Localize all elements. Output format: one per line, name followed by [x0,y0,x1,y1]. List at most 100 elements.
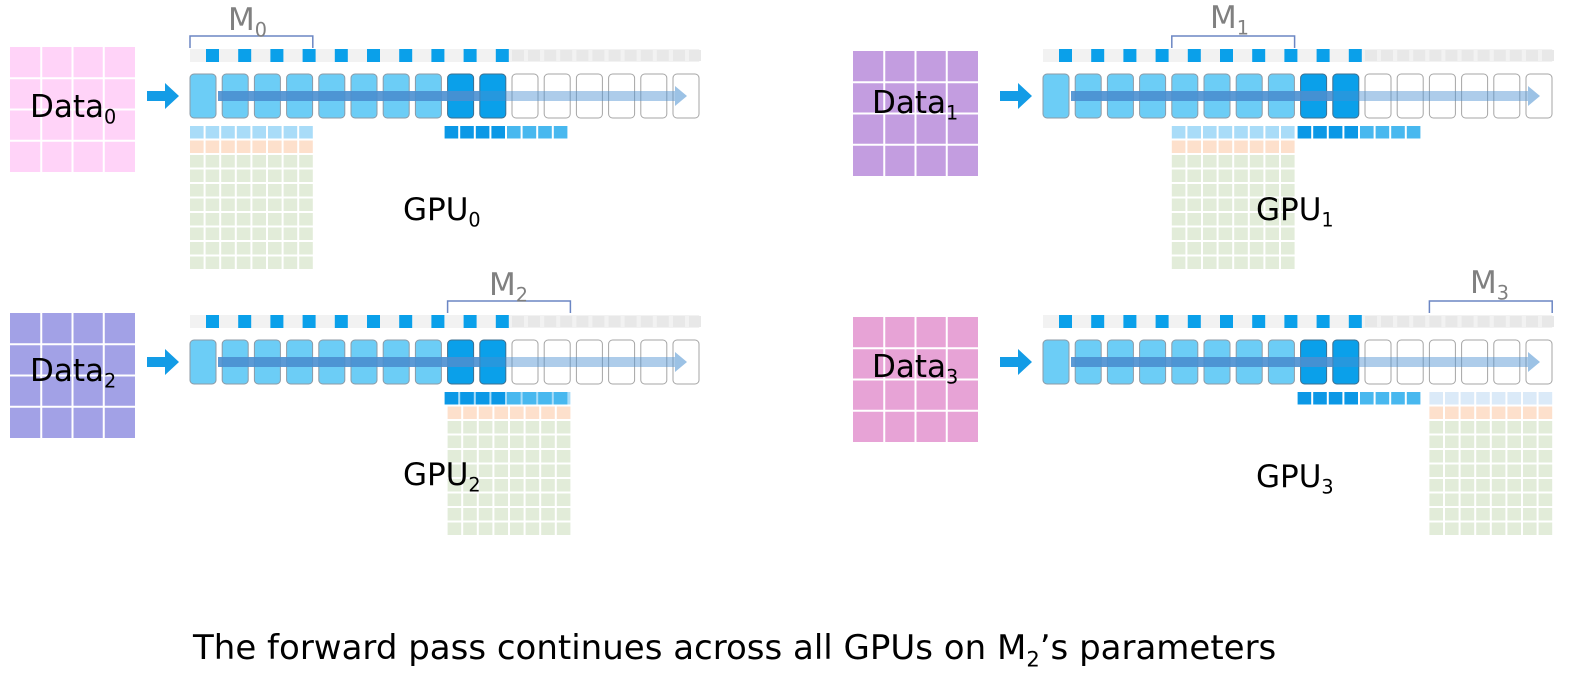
shard-param-cell [1234,126,1248,139]
grad-cell [221,242,235,255]
param-marker [334,315,348,328]
param-slot [1493,316,1506,327]
grad-cell [1265,169,1279,182]
optimizer-cell [1265,140,1279,153]
param-marker [302,315,316,328]
grad-cell [283,213,298,226]
caption: The forward pass continues across all GP… [193,628,1277,672]
grad-cell [510,522,524,535]
data-label: Data0 [30,89,117,129]
gathered-param-cell [1360,392,1374,405]
param-slot [560,50,573,61]
param-marker [1252,315,1266,328]
param-marker [463,315,477,328]
param-slot [640,316,653,327]
layer-block-pending [1461,73,1489,119]
grad-cell [463,522,477,535]
grad-cell [494,508,508,521]
grad-cell [447,435,462,448]
gathered-param-cell [491,392,505,405]
grad-cell [1523,421,1537,434]
gathered-param-cell [507,392,521,405]
grad-cell [1234,213,1248,226]
grad-cell [541,522,555,535]
grad-cell [510,464,524,477]
flow-arrow-faded [479,91,675,101]
grad-cell [556,464,571,477]
grad-cell [525,435,540,448]
gathered-param-cell [538,392,552,405]
grad-cell [221,227,235,240]
grad-cell [1281,256,1295,269]
grad-cell [299,169,313,182]
grad-cell [1460,435,1475,448]
shard-label: M3 [1470,265,1509,305]
param-slot [528,316,540,327]
param-slot [1381,316,1393,327]
grad-cell [1249,169,1264,182]
shard-param-cell [1476,392,1490,405]
param-marker [399,49,413,62]
grad-cell [447,421,462,434]
grad-cell [556,493,571,506]
grad-cell [1523,493,1537,506]
param-slot [1542,316,1554,327]
param-marker [1155,315,1169,328]
grad-cell [1491,435,1506,448]
param-slot [1445,316,1458,327]
grad-cell [1460,421,1475,434]
param-slot [689,50,701,61]
gpu-panel-3 [853,300,1554,535]
grad-cell [252,227,266,240]
grad-cell [1460,522,1475,535]
flow-arrow-solid [1071,91,1333,101]
grad-cell [1281,213,1295,226]
grad-cell [525,522,540,535]
gathered-param-cell [1360,126,1374,139]
grad-cell [190,155,204,168]
layer-block-pending [543,339,571,385]
grad-cell [447,493,462,506]
grad-cell [1429,435,1443,448]
optimizer-cell [463,406,477,419]
shard-param-cell [268,126,282,139]
grad-cell [1507,421,1521,434]
grad-cell [283,227,298,240]
grad-cell [1281,155,1295,168]
shard-param-cell [205,126,220,139]
param-marker [1348,49,1362,62]
gathered-param-cell [1375,126,1390,139]
optimizer-cell [1476,406,1490,419]
grad-cell [299,213,313,226]
grad-cell [1538,522,1553,535]
optimizer-cell [478,406,493,419]
grad-cell [525,450,540,463]
grad-cell [1187,155,1201,168]
gathered-param-cell [538,126,552,139]
grad-cell [1460,508,1475,521]
optimizer-cell [1171,140,1186,153]
grad-cell [556,435,571,448]
grad-cell [1491,450,1506,463]
param-slot [512,50,524,61]
grad-cell [1218,169,1233,182]
grad-cell [1203,213,1217,226]
grad-cell [205,227,220,240]
gathered-param-cell [460,126,474,139]
param-marker [1091,49,1105,62]
grad-cell [268,184,282,197]
gathered-param-cell [1391,392,1405,405]
grad-cell [525,421,540,434]
grad-cell [299,227,313,240]
param-slot [608,316,621,327]
param-slot [1445,50,1458,61]
param-marker [270,315,284,328]
grad-cell [1476,522,1490,535]
layer-block-pending [575,73,603,119]
optimizer-cell [494,406,508,419]
grad-cell [1429,522,1443,535]
grad-cell [1507,508,1521,521]
grad-cell [299,184,313,197]
shard-param-cell [236,126,251,139]
grad-cell [1171,184,1186,197]
